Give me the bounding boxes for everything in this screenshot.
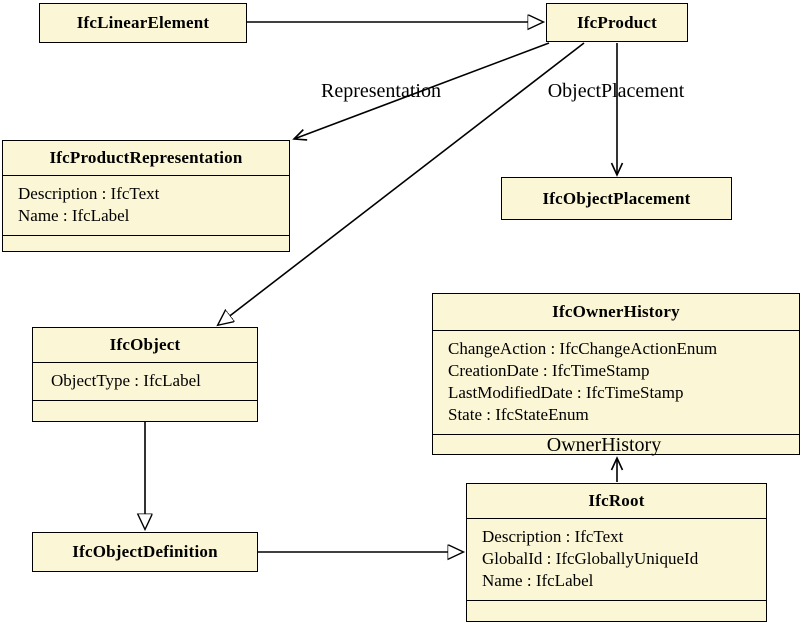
edge-label-representation: Representation xyxy=(321,80,441,102)
class-operations-empty xyxy=(467,600,766,621)
class-ifc-product-representation[interactable]: IfcProductRepresentation Description : I… xyxy=(2,140,290,252)
class-title: IfcObject xyxy=(109,335,181,354)
class-ifc-object-definition[interactable]: IfcObjectDefinition xyxy=(32,532,258,572)
class-title: IfcLinearElement xyxy=(76,13,210,32)
class-attribute: ChangeAction : IfcChangeActionEnum xyxy=(448,339,718,358)
class-operations-empty xyxy=(33,400,257,421)
edge-label-owner-history: OwnerHistory xyxy=(546,434,662,456)
edge-label-object-placement: ObjectPlacement xyxy=(547,80,685,102)
class-attributes: Description : IfcText Name : IfcLabel xyxy=(3,175,289,235)
class-operations-empty xyxy=(3,235,289,251)
class-title: IfcRoot xyxy=(588,491,645,510)
class-attributes: ChangeAction : IfcChangeActionEnum Creat… xyxy=(433,330,799,434)
class-attribute: GlobalId : IfcGloballyUniqueId xyxy=(482,549,699,568)
class-attribute: Description : IfcText xyxy=(482,527,624,546)
class-title: IfcProduct xyxy=(576,12,658,32)
edge-association-representation xyxy=(292,42,550,141)
class-ifc-object-placement[interactable]: IfcObjectPlacement xyxy=(501,177,732,220)
class-attribute: CreationDate : IfcTimeStamp xyxy=(448,361,650,380)
class-ifc-root[interactable]: IfcRoot Description : IfcText GlobalId :… xyxy=(466,483,767,622)
class-attribute: LastModifiedDate : IfcTimeStamp xyxy=(448,383,684,402)
class-attribute: Name : IfcLabel xyxy=(18,206,130,225)
class-attribute: ObjectType : IfcLabel xyxy=(51,371,201,390)
class-attributes: ObjectType : IfcLabel xyxy=(33,362,257,400)
class-ifc-object[interactable]: IfcObject ObjectType : IfcLabel xyxy=(32,327,258,422)
edge-generalization-ifcproduct-ifcobject xyxy=(218,42,585,325)
class-attribute: Name : IfcLabel xyxy=(482,571,594,590)
class-title: IfcObjectPlacement xyxy=(542,188,691,208)
class-title: IfcOwnerHistory xyxy=(552,302,680,321)
class-ifc-product[interactable]: IfcProduct xyxy=(546,3,688,42)
class-ifc-owner-history[interactable]: IfcOwnerHistory ChangeAction : IfcChange… xyxy=(432,293,800,455)
class-title: IfcObjectDefinition xyxy=(72,542,218,561)
class-attribute: Description : IfcText xyxy=(18,184,160,203)
class-title: IfcProductRepresentation xyxy=(49,148,243,167)
class-ifc-linear-element[interactable]: IfcLinearElement xyxy=(39,3,247,43)
class-attributes: Description : IfcText GlobalId : IfcGlob… xyxy=(467,518,766,600)
class-operations-empty xyxy=(433,434,799,454)
class-attribute: State : IfcStateEnum xyxy=(448,405,589,424)
